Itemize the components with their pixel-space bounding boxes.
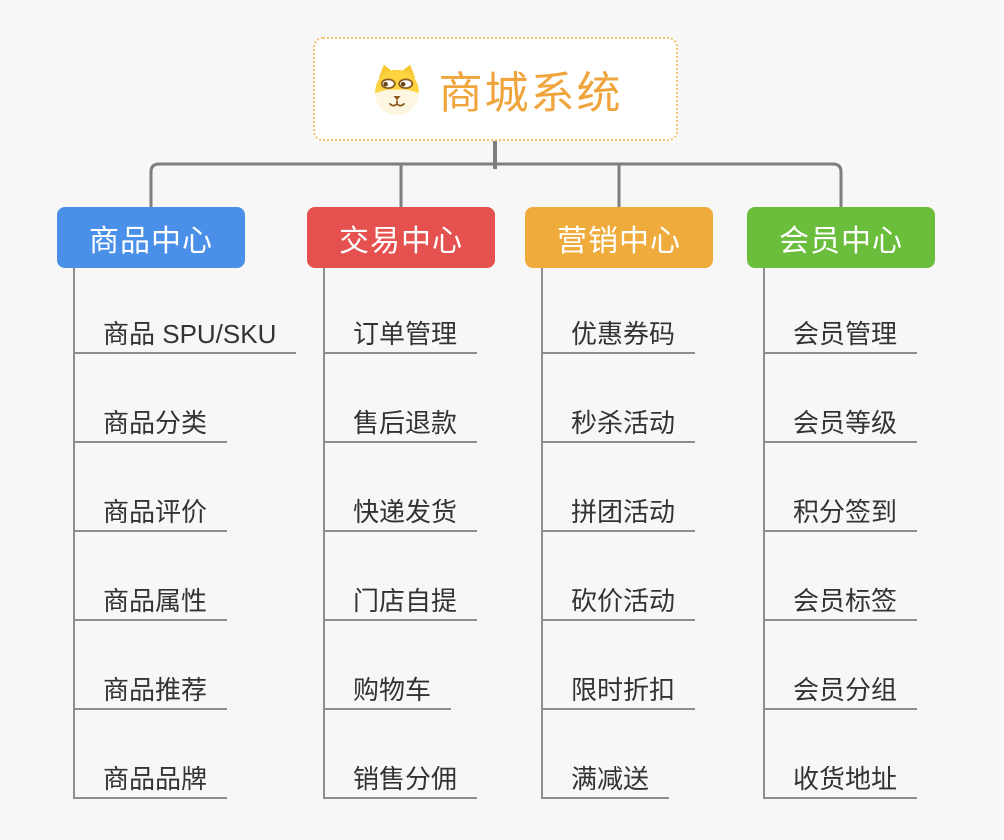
- leaf-topic[interactable]: 商品分类: [73, 407, 228, 443]
- leaf-topic[interactable]: 积分签到: [763, 496, 918, 532]
- leaf-topic[interactable]: 限时折扣: [541, 674, 696, 710]
- leaf-topic[interactable]: 拼团活动: [541, 496, 696, 532]
- root-topic[interactable]: 商城系统: [313, 37, 678, 141]
- leaf-topic[interactable]: 门店自提: [323, 585, 478, 621]
- leaf-topic[interactable]: 会员分组: [763, 674, 918, 710]
- leaf-topic[interactable]: 商品属性: [73, 585, 228, 621]
- leaf-topic[interactable]: 商品推荐: [73, 674, 228, 710]
- leaf-topic[interactable]: 秒杀活动: [541, 407, 696, 443]
- leaf-topic[interactable]: 销售分佣: [323, 763, 478, 799]
- root-topic-label: 商城系统: [438, 69, 623, 118]
- leaf-topic[interactable]: 砍价活动: [541, 585, 696, 621]
- branch-trade-center[interactable]: 交易中心: [307, 207, 495, 268]
- leaf-topic[interactable]: 优惠券码: [541, 318, 696, 354]
- leaf-topic[interactable]: 会员管理: [763, 318, 918, 354]
- branch-marketing-center[interactable]: 营销中心: [525, 207, 713, 268]
- leaf-topic[interactable]: 收货地址: [763, 763, 918, 799]
- leaf-topic[interactable]: 会员等级: [763, 407, 918, 443]
- leaf-topic[interactable]: 商品评价: [73, 496, 228, 532]
- leaf-topic[interactable]: 商品品牌: [73, 763, 228, 799]
- branch-product-center[interactable]: 商品中心: [57, 207, 245, 268]
- branch-member-center[interactable]: 会员中心: [747, 207, 935, 268]
- dog-face-icon: [374, 64, 419, 116]
- leaf-topic[interactable]: 售后退款: [323, 407, 478, 443]
- leaf-topic[interactable]: 会员标签: [763, 585, 918, 621]
- leaf-topic[interactable]: 商品 SPU/SKU: [73, 318, 297, 354]
- leaf-topic[interactable]: 订单管理: [323, 318, 478, 354]
- leaf-topic[interactable]: 满减送: [541, 763, 670, 799]
- leaf-topic[interactable]: 快递发货: [323, 496, 478, 532]
- leaf-topic[interactable]: 购物车: [323, 674, 452, 710]
